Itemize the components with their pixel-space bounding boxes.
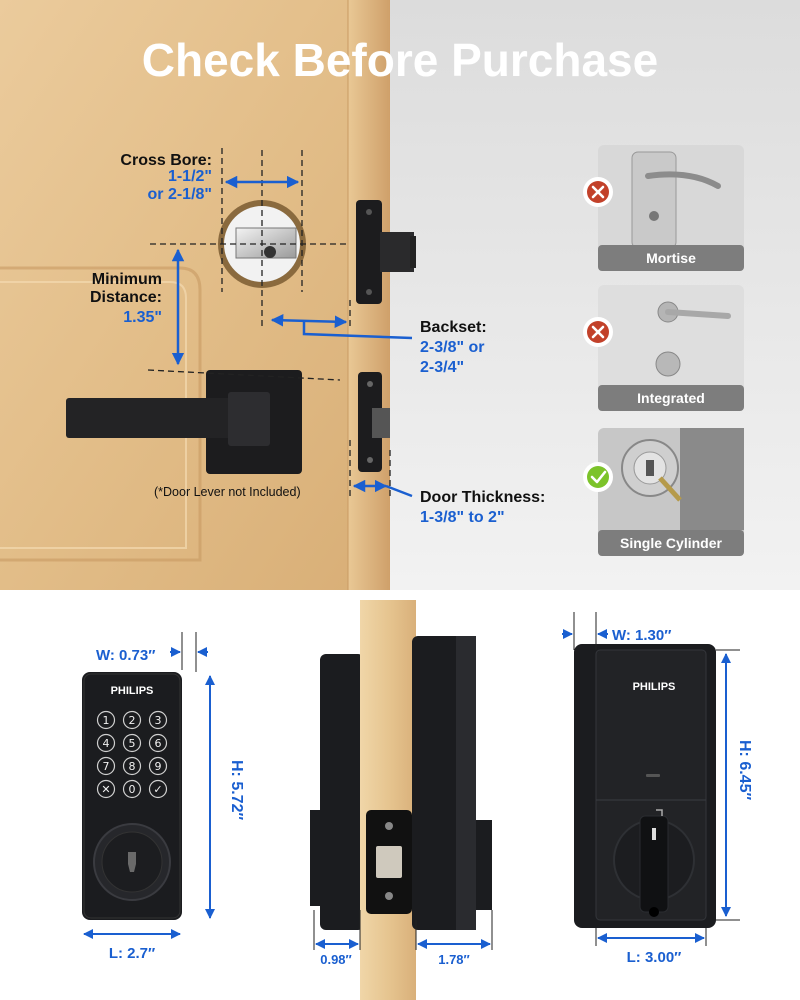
keypad-key-ring <box>122 733 142 753</box>
keypad-key-label: 3 <box>155 714 162 727</box>
lock-type-label-mortise: Mortise <box>646 250 696 266</box>
keypad-grid: 1 2 3 4 5 6 7 8 9 ✕ 0 ✓ <box>96 710 168 799</box>
keypad-key[interactable]: ✕ <box>96 779 116 799</box>
keypad-key[interactable]: 4 <box>96 733 116 753</box>
cross-bore-value-1: 1-1/2" <box>168 168 212 185</box>
cross-bore-value-2: or 2-1/8" <box>148 186 213 203</box>
min-distance-label-1: Minimum <box>92 271 162 288</box>
keypad-key-label: ✓ <box>153 783 162 796</box>
lock-type-card-mortise: Mortise <box>598 145 744 271</box>
keypad-key-label: 8 <box>129 760 136 773</box>
lock-type-card-integrated: Integrated <box>598 285 744 411</box>
door-lever <box>66 370 302 474</box>
keypad-dimension-lines <box>83 632 215 939</box>
side-dimension-lines <box>313 910 493 950</box>
keypad-key-ring <box>122 756 142 776</box>
keypad-key-ring <box>122 779 142 799</box>
interior-height: H: 6.45″ <box>736 740 753 800</box>
door-thickness-value: 1-3/8" to 2" <box>420 509 505 526</box>
backset-value-1: 2-3/8" or <box>420 339 485 356</box>
keypad-key[interactable]: 7 <box>96 756 116 776</box>
keypad-key-label: 1 <box>103 714 110 727</box>
keypad-key[interactable]: 0 <box>122 779 142 799</box>
keypad-key-ring <box>96 733 116 753</box>
keypad-key-label: 5 <box>129 737 136 750</box>
side-depth-inner: 1.78″ <box>438 952 470 967</box>
latch-plate <box>356 200 416 304</box>
keypad-key-ring <box>148 756 168 776</box>
interior-width: W: 1.30″ <box>612 627 671 644</box>
cross-bore-label: Cross Bore: <box>120 152 212 169</box>
lock-type-label-integrated: Integrated <box>637 390 705 406</box>
keypad-key-ring <box>148 779 168 799</box>
compatible-badge-single-cylinder <box>583 462 613 492</box>
strike-plate <box>358 372 390 472</box>
dimension-arrows <box>171 175 413 498</box>
lock-type-label-single-cylinder: Single Cylinder <box>620 535 722 551</box>
interior-length: L: 3.00″ <box>627 949 682 966</box>
keypad-key-label: ✕ <box>101 783 110 796</box>
keypad-key[interactable]: 1 <box>96 710 116 730</box>
keypad-key-label: 6 <box>155 737 162 750</box>
min-distance-label-2: Distance: <box>90 289 162 306</box>
keypad-key[interactable]: 6 <box>148 733 168 753</box>
keypad-key[interactable]: 2 <box>122 710 142 730</box>
keypad-key-ring <box>148 710 168 730</box>
incompatible-badge-integrated <box>583 317 613 347</box>
keypad-key[interactable]: ✓ <box>148 779 168 799</box>
side-depth-outer: 0.98″ <box>320 952 352 967</box>
keypad-key-ring <box>96 710 116 730</box>
interior-brand: PHILIPS <box>633 681 676 693</box>
keypad-key[interactable]: 3 <box>148 710 168 730</box>
incompatible-badge-mortise <box>583 177 613 207</box>
door-thickness-label: Door Thickness: <box>420 489 545 506</box>
keypad-length: L: 2.7″ <box>109 945 155 962</box>
keypad-key-ring <box>96 779 116 799</box>
backset-label: Backset: <box>420 319 487 336</box>
keypad-key[interactable]: 9 <box>148 756 168 776</box>
page-title: Check Before Purchase <box>142 34 658 86</box>
keypad-key-label: 9 <box>155 760 162 773</box>
lock-side-view <box>310 600 492 1000</box>
keypad-key[interactable]: 5 <box>122 733 142 753</box>
keypad-key-ring <box>96 756 116 776</box>
interior-dimension-lines <box>562 612 740 946</box>
keypad-key-label: 7 <box>103 760 110 773</box>
lock-type-card-single-cylinder: Single Cylinder <box>598 428 744 556</box>
backset-value-2: 2-3/4" <box>420 359 464 376</box>
keypad-front-view: PHILIPS 1 2 3 4 5 6 7 8 9 ✕ 0 ✓ <box>82 672 182 920</box>
keypad-key-label: 2 <box>129 714 136 727</box>
keypad-height: H: 5.72″ <box>228 760 245 820</box>
min-distance-value: 1.35" <box>123 309 162 326</box>
keypad-key[interactable]: 8 <box>122 756 142 776</box>
interior-unit-view: PHILIPS <box>574 644 716 928</box>
keypad-key-ring <box>122 710 142 730</box>
guide-lines <box>147 148 391 500</box>
lever-note: (*Door Lever not Included) <box>154 485 301 499</box>
keypad-key-label: 0 <box>129 783 136 796</box>
keypad-key-label: 4 <box>103 737 110 750</box>
keypad-width: W: 0.73″ <box>96 647 155 664</box>
keypad-brand: PHILIPS <box>111 685 154 697</box>
keypad-key-ring <box>148 733 168 753</box>
